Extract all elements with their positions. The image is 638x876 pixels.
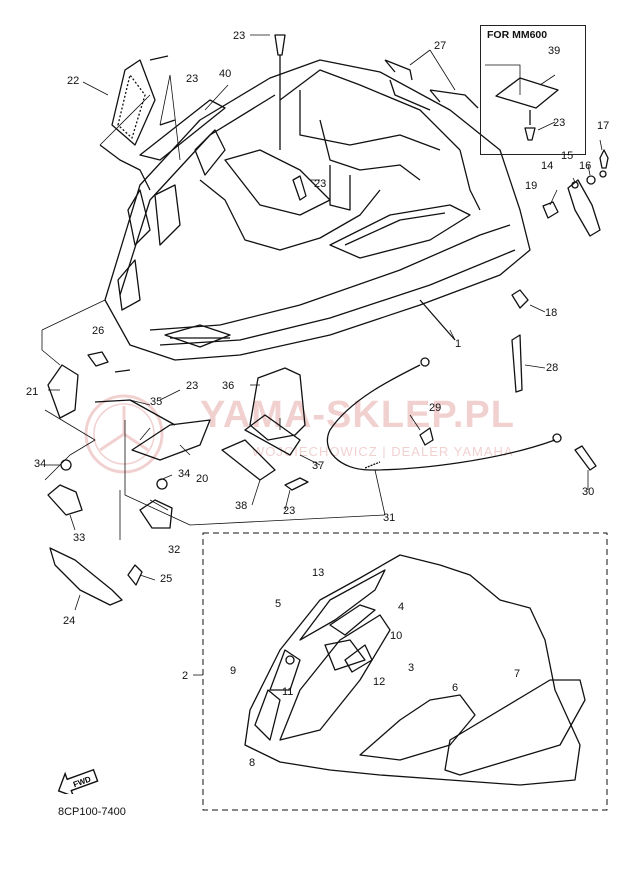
screw-17 xyxy=(599,149,609,169)
plate-39 xyxy=(495,77,559,109)
screw-25 xyxy=(127,564,143,586)
vent-20 xyxy=(131,419,211,461)
callout-c18: 18 xyxy=(545,307,558,319)
panel-24 xyxy=(49,547,123,606)
callout-c37: 37 xyxy=(312,460,325,472)
callout-c23d: 23 xyxy=(314,178,327,190)
callout-c1: 1 xyxy=(455,338,462,350)
callout-c35: 35 xyxy=(150,396,163,408)
hood-part-1 xyxy=(104,59,531,361)
callout-c14: 14 xyxy=(541,160,554,172)
fwd-arrow-icon: FWD xyxy=(57,768,99,794)
callout-c24: 24 xyxy=(63,615,76,627)
vent-38 xyxy=(221,439,276,481)
callout-c36: 36 xyxy=(222,380,235,392)
callout-c5: 5 xyxy=(275,598,282,610)
bolt-inset-23 xyxy=(524,110,536,141)
callout-c21: 21 xyxy=(26,386,39,398)
callout-c12: 12 xyxy=(373,676,386,688)
callout-c34a: 34 xyxy=(34,458,47,470)
callout-c15: 15 xyxy=(561,150,574,162)
callout-c23e: 23 xyxy=(186,380,199,392)
duct-36 xyxy=(249,367,306,441)
callout-c20: 20 xyxy=(196,473,209,485)
mm600-inset: FOR MM600 xyxy=(480,25,586,155)
callout-c17: 17 xyxy=(597,120,610,132)
graphics-kit-frame xyxy=(202,532,608,811)
callout-c7: 7 xyxy=(514,668,521,680)
callout-c27: 27 xyxy=(434,40,447,52)
bracket-33 xyxy=(47,484,83,516)
callout-c23b: 23 xyxy=(186,73,199,85)
callout-c11: 11 xyxy=(282,686,294,698)
callout-c39: 39 xyxy=(548,45,561,57)
callout-c6: 6 xyxy=(452,682,459,694)
screw-30 xyxy=(574,445,597,471)
callout-c23a: 23 xyxy=(233,30,246,42)
callout-c34b: 34 xyxy=(178,468,191,480)
callout-c29: 29 xyxy=(429,402,442,414)
callout-c4: 4 xyxy=(398,601,405,613)
callout-c16: 16 xyxy=(579,160,592,172)
callout-c9: 9 xyxy=(230,665,237,677)
graphics-kit-part-2 xyxy=(244,554,586,786)
cable-31 xyxy=(326,364,556,471)
watermark-subtitle: WOJCIECHOWICZ | DEALER YAMAHA xyxy=(252,444,514,459)
handle-27 xyxy=(384,59,479,109)
callout-c25: 25 xyxy=(160,573,173,585)
callout-c19: 19 xyxy=(525,180,538,192)
trim-strip-40 xyxy=(139,99,226,161)
bracket-14 xyxy=(567,179,601,237)
callout-c31: 31 xyxy=(383,512,396,524)
washer-15 xyxy=(586,175,596,185)
callout-c3: 3 xyxy=(408,662,415,674)
callout-c8: 8 xyxy=(249,757,256,769)
callout-c26: 26 xyxy=(92,325,105,337)
yamaha-logo-icon xyxy=(84,394,164,474)
callout-c10: 10 xyxy=(390,630,403,642)
callout-c33: 33 xyxy=(73,532,86,544)
windshield-part-22 xyxy=(99,59,156,191)
clip-29 xyxy=(419,427,434,446)
callout-c2: 2 xyxy=(182,670,189,682)
duct-37 xyxy=(244,414,301,456)
callout-c38: 38 xyxy=(235,500,248,512)
nut-34 xyxy=(60,459,72,471)
cable-tie-28 xyxy=(511,334,523,393)
callout-c30: 30 xyxy=(582,486,595,498)
washer-16 xyxy=(599,170,607,178)
lamp-21 xyxy=(47,364,79,419)
callout-c40: 40 xyxy=(219,68,232,80)
callout-c23c: 23 xyxy=(553,117,566,129)
callout-c23f: 23 xyxy=(283,505,296,517)
nut-34-b xyxy=(156,478,168,490)
callout-c13: 13 xyxy=(312,567,325,579)
callout-c28: 28 xyxy=(546,362,559,374)
callout-c22: 22 xyxy=(67,75,80,87)
grommet-19 xyxy=(542,201,559,219)
part-code: 8CP100-7400 xyxy=(58,806,126,818)
nut-18 xyxy=(511,289,529,309)
clip-26 xyxy=(87,351,109,367)
inset-title: FOR MM600 xyxy=(487,29,548,41)
callout-c32: 32 xyxy=(168,544,181,556)
